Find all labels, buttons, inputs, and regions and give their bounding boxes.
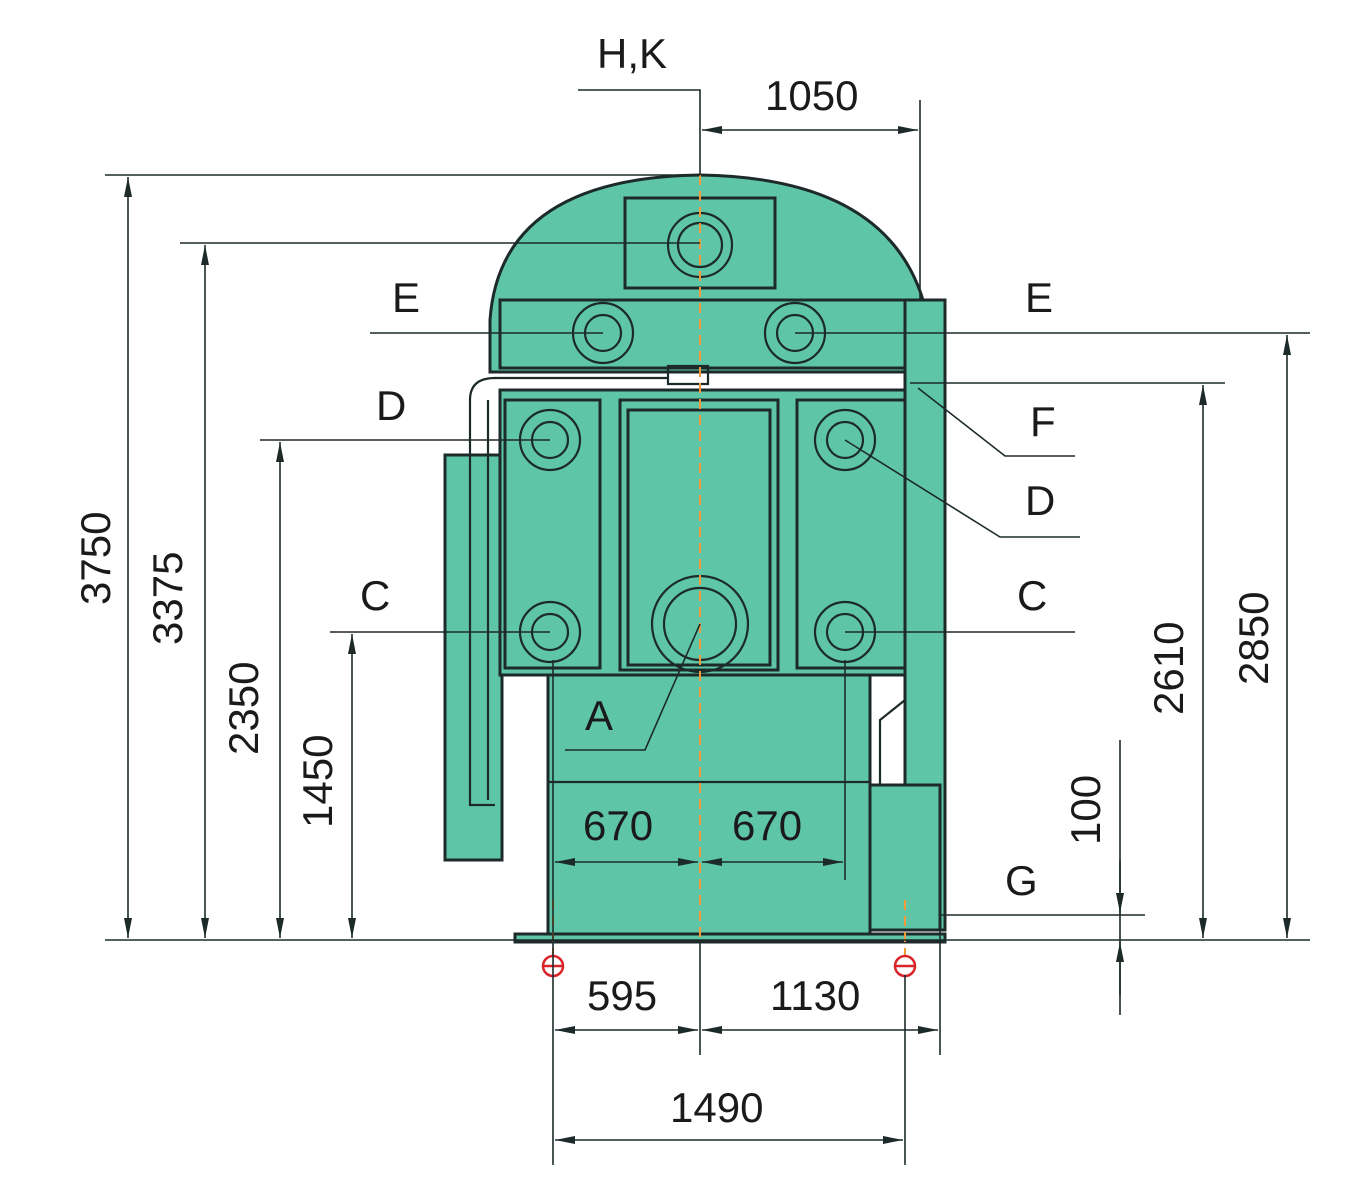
dim-670-left: 670 — [583, 802, 653, 849]
dim-2610: 2610 — [1145, 622, 1192, 715]
boiler-body — [443, 173, 947, 944]
label-f: F — [1030, 398, 1056, 445]
dim-670-right: 670 — [732, 802, 802, 849]
dim-3750: 3750 — [72, 512, 119, 605]
label-hk: H,K — [597, 30, 667, 77]
dim-1050: 1050 — [765, 72, 858, 119]
anchor-point-right-icon — [893, 954, 917, 978]
dim-3375: 3375 — [144, 552, 191, 645]
dim-1450: 1450 — [294, 735, 341, 828]
nozzle-d-right — [813, 408, 877, 472]
dimension-arrows — [124, 126, 1291, 1144]
label-e-right: E — [1025, 274, 1053, 321]
dim-2350: 2350 — [220, 662, 267, 755]
label-a: A — [585, 692, 613, 739]
label-c-left: C — [360, 572, 390, 619]
dim-2850: 2850 — [1230, 592, 1277, 685]
label-e-left: E — [392, 274, 420, 321]
dim-1490: 1490 — [670, 1084, 763, 1131]
leader-lines — [105, 89, 1310, 1165]
dim-1130: 1130 — [770, 972, 860, 1019]
label-d-right: D — [1025, 477, 1055, 524]
label-g: G — [1005, 857, 1038, 904]
dim-100: 100 — [1062, 775, 1109, 845]
label-d-left: D — [376, 382, 406, 429]
label-c-right: C — [1017, 572, 1047, 619]
dim-595: 595 — [587, 972, 657, 1019]
